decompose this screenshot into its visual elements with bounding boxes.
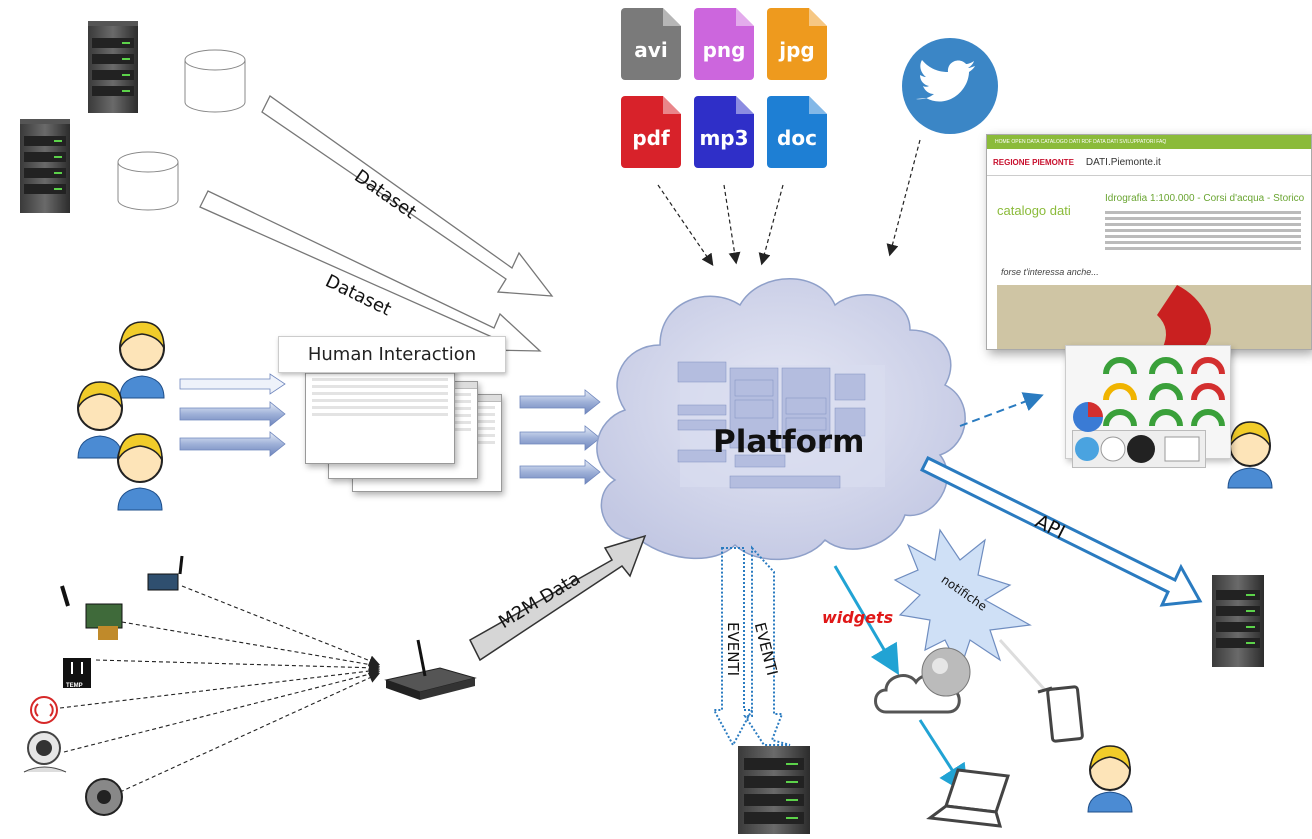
file-avi-icon: avi (621, 8, 681, 80)
widget-cloud-icon (874, 647, 971, 714)
file-inputs-arrows (657, 139, 921, 266)
webcam-icon (23, 731, 67, 773)
eventi-label: EVENTI (724, 621, 743, 677)
file-type-label: png (702, 38, 746, 62)
website-title: Idrografia 1:100.000 - Corsi d'acqua - S… (1105, 193, 1305, 204)
server-icon (88, 21, 138, 113)
file-type-label: doc (777, 126, 817, 150)
sensor-board-icon (60, 585, 123, 640)
pie-chart-icon (1073, 402, 1103, 432)
sensor-links (59, 585, 381, 793)
website-text (1105, 211, 1301, 253)
server-icon (738, 746, 810, 834)
human-interaction-arrow (179, 373, 601, 485)
router-icon (384, 639, 477, 700)
dashboard-gauges (1072, 430, 1206, 468)
website-site: DATI.Piemonte.it (1085, 156, 1161, 168)
dataset-arrow (199, 95, 554, 352)
sensor-board-icon (147, 555, 184, 591)
website-map (997, 285, 1311, 349)
file-type-label: pdf (632, 126, 670, 150)
file-doc-icon: doc (767, 96, 827, 168)
website-suggest: forse t'interessa anche... (1001, 267, 1099, 277)
file-mp3-icon: mp3 (694, 96, 754, 168)
temp-label: TEMP (66, 683, 83, 689)
website-header: REGIONE PIEMONTE DATI.Piemonte.it (987, 149, 1311, 176)
app-screenshot (305, 366, 455, 464)
tablet-icon (1037, 685, 1084, 743)
twitter-icon (902, 38, 998, 134)
file-jpg-icon: jpg (767, 8, 827, 80)
file-type-label: jpg (779, 38, 815, 62)
file-type-label: mp3 (699, 126, 749, 150)
eventi-arrows (712, 545, 791, 748)
database-icon (117, 151, 179, 211)
notifiche-burst (893, 528, 1047, 692)
user-avatar-icon (119, 321, 165, 399)
file-type-label: avi (634, 38, 668, 62)
website-catalog: catalogo dati (997, 203, 1071, 218)
laptop-icon (926, 768, 1011, 828)
temp-sensor-icon (63, 658, 91, 688)
api-arrow (919, 455, 1203, 607)
website-nav: HOME OPEN DATA CATALOGO DATI RDF DATA DA… (987, 135, 1311, 149)
website-region: REGIONE PIEMONTE (993, 157, 1074, 167)
human-interaction-label: Human Interaction (278, 336, 506, 373)
user-avatar-icon (117, 433, 163, 511)
user-avatar-icon (1227, 421, 1273, 489)
file-png-icon: png (694, 8, 754, 80)
widgets-label: widgets (822, 608, 894, 627)
opendata-website-screenshot: HOME OPEN DATA CATALOGO DATI RDF DATA DA… (986, 134, 1312, 350)
m2m-data-arrow (469, 534, 647, 662)
user-avatar-icon (77, 381, 123, 459)
platform-cloud (596, 278, 966, 561)
user-avatar-icon (1087, 745, 1133, 813)
platform-label: Platform (713, 424, 865, 460)
sensor-disc-icon (85, 778, 123, 816)
server-icon (1212, 575, 1264, 667)
server-icon (20, 119, 70, 213)
database-icon (184, 49, 246, 113)
rfid-icon (30, 696, 58, 724)
file-pdf-icon: pdf (621, 96, 681, 168)
dashboard-arrow (959, 392, 1044, 427)
